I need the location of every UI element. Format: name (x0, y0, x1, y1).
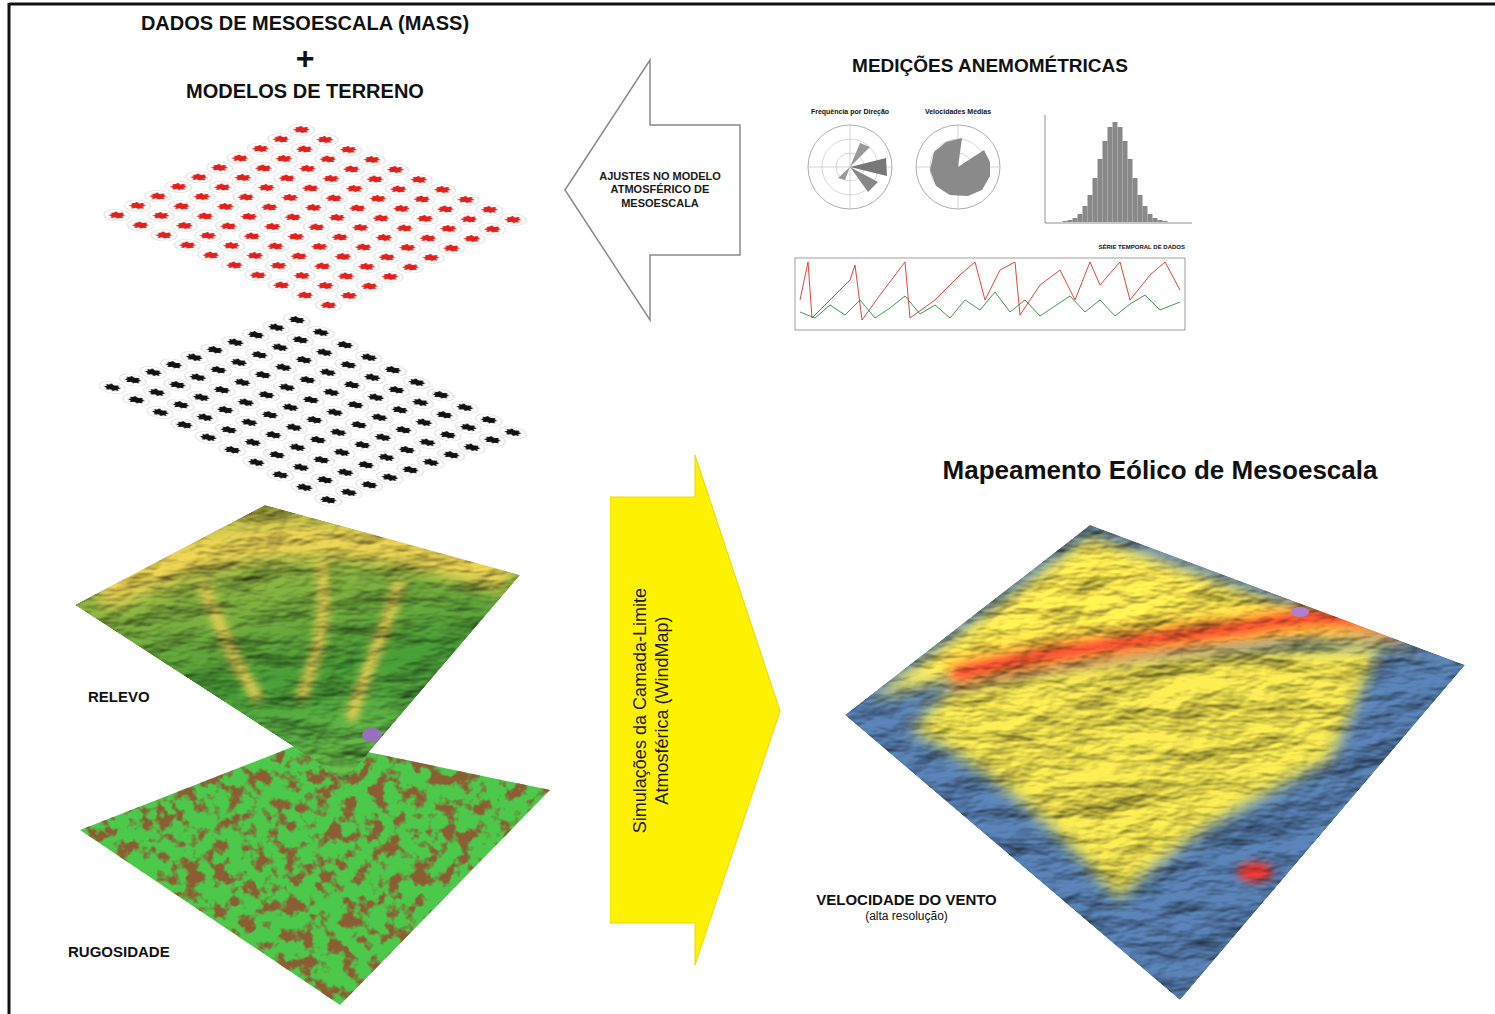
heading: DADOS DE MESOESCALA (MASS) (55, 12, 555, 35)
polar-chart (808, 125, 892, 209)
map-note: (alta resolução) (784, 910, 1029, 924)
roughness-layer (80, 740, 550, 1005)
section-heading: Mapeamento Eólico de Mesoescala (860, 456, 1460, 486)
chart-title: Frequência por Direção (790, 108, 910, 116)
layer-label: RUGOSIDADE (68, 943, 218, 960)
layer-label: RELEVO (88, 688, 208, 705)
frame-line (9, 3, 1495, 6)
mesoscale-grid (90, 310, 535, 510)
mesoscale-grid (95, 120, 535, 315)
heading: MODELOS DE TERRENO (55, 80, 555, 103)
arrow-shape (565, 60, 740, 320)
wind-speed-map (845, 525, 1465, 1000)
plus-sign: + (55, 40, 555, 77)
arrow-text-box: Simulações da Camada-Limite Atmosférica … (630, 576, 673, 846)
relief-layer (75, 505, 520, 780)
arrow-shape (610, 455, 780, 965)
arrow-text-box: AJUSTES NO MODELO ATMOSFÉRICO DE MESOESC… (596, 170, 724, 210)
chart-title: SÉRIE TEMPORAL DE DADOS (1070, 244, 1185, 251)
chart-title: Velocidades Médias (898, 108, 1018, 116)
time-series-chart (795, 258, 1185, 330)
map-label: VELOCIDADE DO VENTO (784, 891, 1029, 908)
feedback-arrow: AJUSTES NO MODELO ATMOSFÉRICO DE MESOESC… (560, 55, 745, 325)
polar-chart (916, 125, 1000, 209)
arrow-text: Simulações da Camada-Limite Atmosférica … (630, 576, 673, 846)
frame-line (8, 3, 11, 1014)
section-heading: MEDIÇÕES ANEMOMÉTRICAS (790, 55, 1190, 77)
histogram (1045, 115, 1192, 223)
process-arrow: Simulações da Camada-Limite Atmosférica … (610, 455, 782, 967)
arrow-text: AJUSTES NO MODELO ATMOSFÉRICO DE MESOESC… (596, 170, 724, 210)
